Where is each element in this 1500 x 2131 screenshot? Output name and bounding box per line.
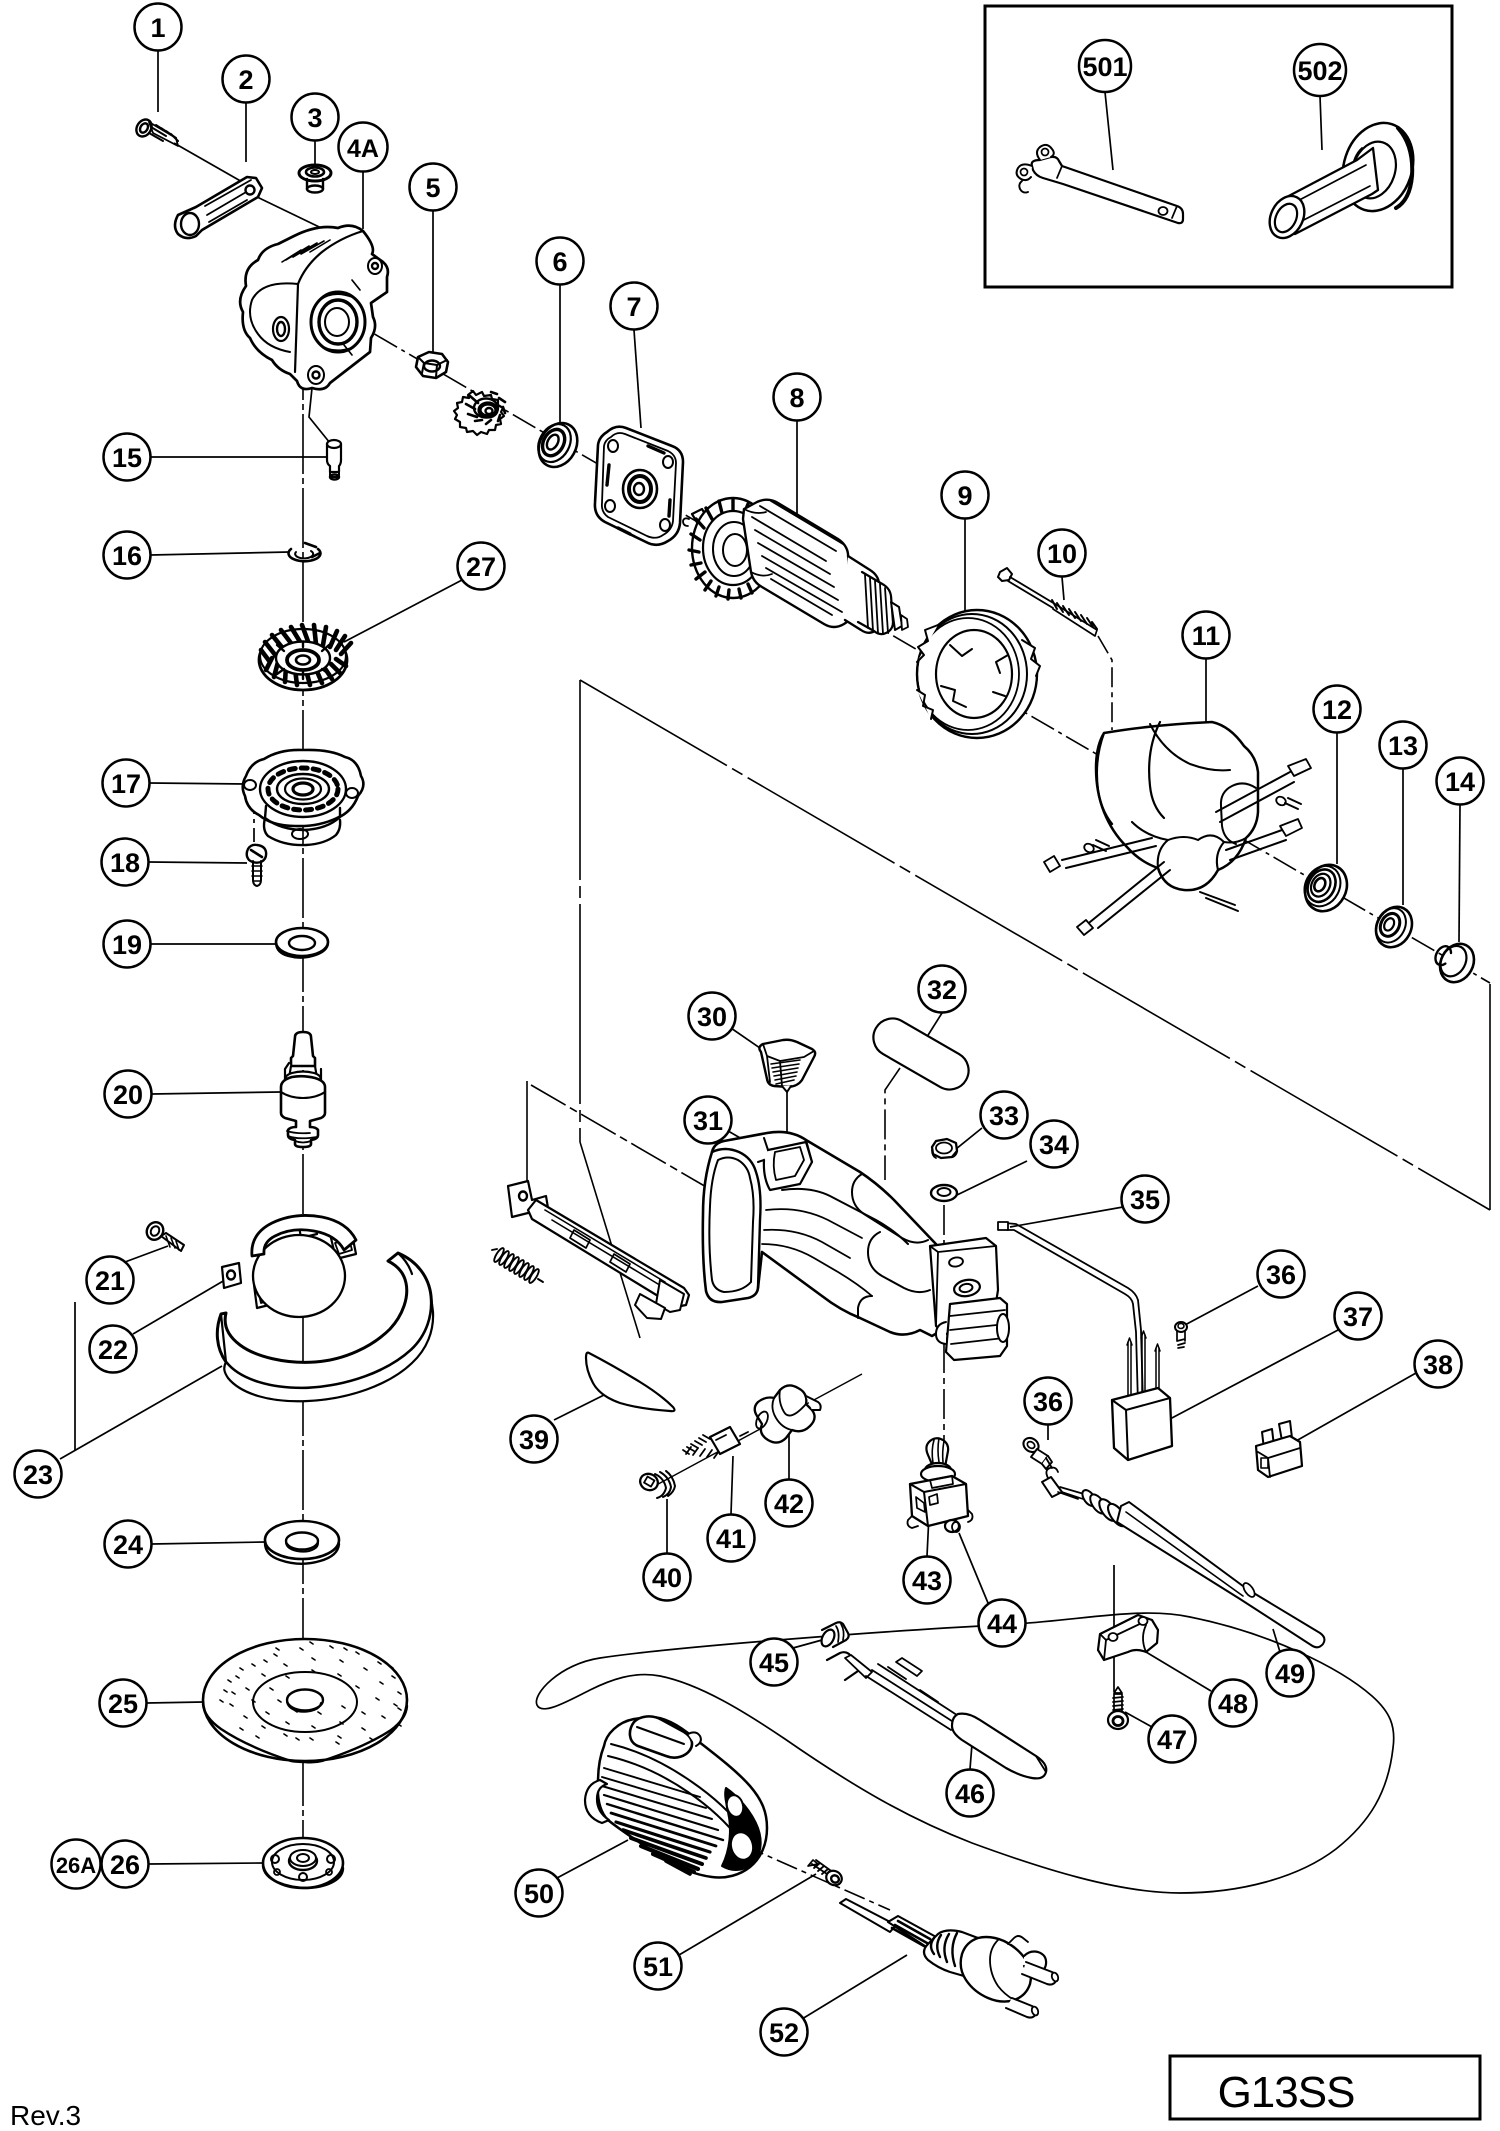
svg-text:40: 40 xyxy=(652,1563,682,1593)
svg-text:26: 26 xyxy=(110,1850,140,1880)
svg-text:502: 502 xyxy=(1297,56,1342,86)
svg-text:1: 1 xyxy=(150,13,165,43)
svg-text:16: 16 xyxy=(112,541,142,571)
svg-text:14: 14 xyxy=(1445,767,1475,797)
svg-text:11: 11 xyxy=(1192,621,1221,651)
svg-text:45: 45 xyxy=(759,1648,789,1678)
svg-text:38: 38 xyxy=(1423,1350,1453,1380)
svg-text:35: 35 xyxy=(1130,1185,1160,1215)
svg-text:15: 15 xyxy=(112,443,142,473)
svg-text:48: 48 xyxy=(1218,1689,1248,1719)
svg-text:39: 39 xyxy=(519,1425,549,1455)
svg-text:30: 30 xyxy=(697,1002,727,1032)
svg-text:501: 501 xyxy=(1082,52,1127,82)
svg-text:22: 22 xyxy=(98,1335,128,1365)
svg-text:36: 36 xyxy=(1266,1260,1296,1290)
svg-text:49: 49 xyxy=(1275,1659,1305,1689)
svg-text:9: 9 xyxy=(957,481,972,511)
svg-text:3: 3 xyxy=(307,103,322,133)
svg-text:26A: 26A xyxy=(56,1853,96,1878)
svg-text:41: 41 xyxy=(716,1524,746,1554)
svg-text:13: 13 xyxy=(1388,731,1418,761)
svg-text:21: 21 xyxy=(95,1266,125,1296)
svg-text:33: 33 xyxy=(989,1101,1019,1131)
svg-text:42: 42 xyxy=(774,1489,804,1519)
svg-text:37: 37 xyxy=(1343,1302,1373,1332)
svg-text:34: 34 xyxy=(1039,1130,1069,1160)
svg-text:12: 12 xyxy=(1322,695,1352,725)
svg-text:17: 17 xyxy=(111,769,141,799)
svg-text:G13SS: G13SS xyxy=(1218,2068,1355,2117)
svg-text:20: 20 xyxy=(113,1080,143,1110)
svg-text:52: 52 xyxy=(769,2018,799,2048)
svg-text:8: 8 xyxy=(789,383,804,413)
svg-text:4A: 4A xyxy=(347,135,379,163)
svg-text:24: 24 xyxy=(113,1530,143,1560)
svg-text:47: 47 xyxy=(1157,1725,1187,1755)
svg-text:31: 31 xyxy=(693,1106,723,1136)
svg-text:7: 7 xyxy=(626,292,641,322)
svg-text:44: 44 xyxy=(987,1609,1017,1639)
svg-text:50: 50 xyxy=(524,1879,554,1909)
svg-text:Rev.3: Rev.3 xyxy=(10,2100,81,2131)
svg-text:6: 6 xyxy=(552,247,567,277)
svg-text:51: 51 xyxy=(643,1952,673,1982)
svg-text:23: 23 xyxy=(23,1460,53,1490)
svg-text:25: 25 xyxy=(108,1689,138,1719)
svg-text:5: 5 xyxy=(425,173,440,203)
svg-text:36: 36 xyxy=(1033,1387,1063,1417)
svg-text:18: 18 xyxy=(110,848,140,878)
svg-text:2: 2 xyxy=(238,65,253,95)
svg-text:43: 43 xyxy=(912,1566,942,1596)
svg-text:19: 19 xyxy=(112,930,142,960)
svg-text:46: 46 xyxy=(955,1779,985,1809)
svg-text:32: 32 xyxy=(927,975,957,1005)
svg-text:10: 10 xyxy=(1047,539,1077,569)
svg-text:27: 27 xyxy=(466,552,496,582)
